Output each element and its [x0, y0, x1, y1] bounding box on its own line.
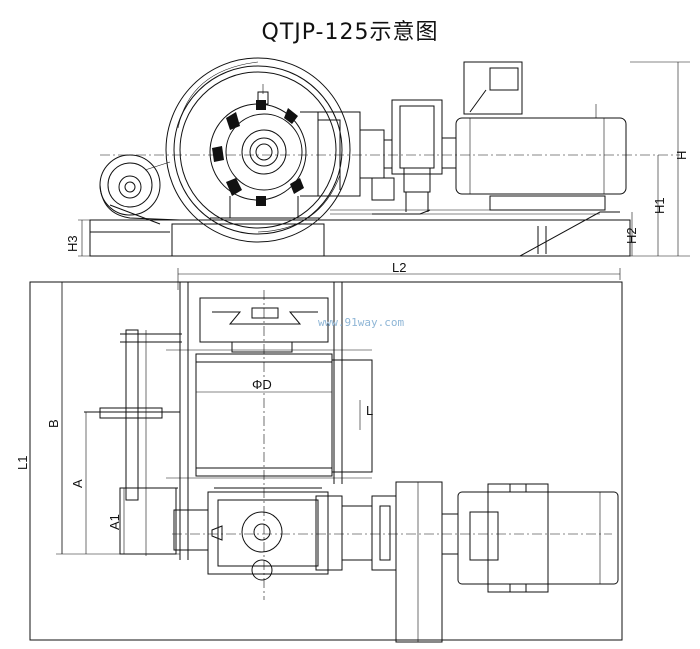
dim-B: B — [46, 419, 61, 428]
drum — [165, 57, 351, 243]
reducer-housing — [317, 111, 395, 201]
pulley-assembly — [99, 154, 181, 225]
plan-frame — [29, 281, 623, 641]
plan-view: ΦD L — [29, 281, 623, 643]
dim-A1: A1 — [107, 514, 122, 530]
gearbox-plan — [173, 487, 343, 581]
sheave-shaft — [84, 329, 182, 556]
dim-L2: L2 — [392, 260, 406, 275]
brake-block — [391, 99, 457, 212]
frame-rails — [166, 282, 372, 560]
dim-H3: H3 — [65, 235, 80, 252]
coupling-plan — [341, 481, 459, 643]
dim-H1: H1 — [652, 197, 667, 214]
dim-D: ΦD — [252, 377, 272, 392]
upper-gear-bracket — [199, 297, 329, 353]
drum-plan — [195, 353, 373, 477]
watermark: www.91way.com — [318, 316, 405, 329]
dim-A: A — [70, 479, 85, 488]
base-frame — [89, 195, 631, 257]
dim-H: H — [674, 151, 689, 160]
motor — [455, 61, 627, 195]
diagram-title: QTJP-125示意图 — [261, 20, 439, 45]
elevation-view: H H1 H2 H3 — [65, 57, 690, 257]
dim-L2-line — [177, 268, 621, 290]
plan-dimensions — [56, 282, 180, 555]
dim-L1: L1 — [15, 456, 30, 470]
elevation-dimensions — [78, 61, 690, 257]
dim-H2: H2 — [624, 227, 639, 244]
motor-plan — [457, 483, 619, 593]
dim-L: L — [366, 403, 373, 418]
gear-hub — [209, 84, 319, 218]
